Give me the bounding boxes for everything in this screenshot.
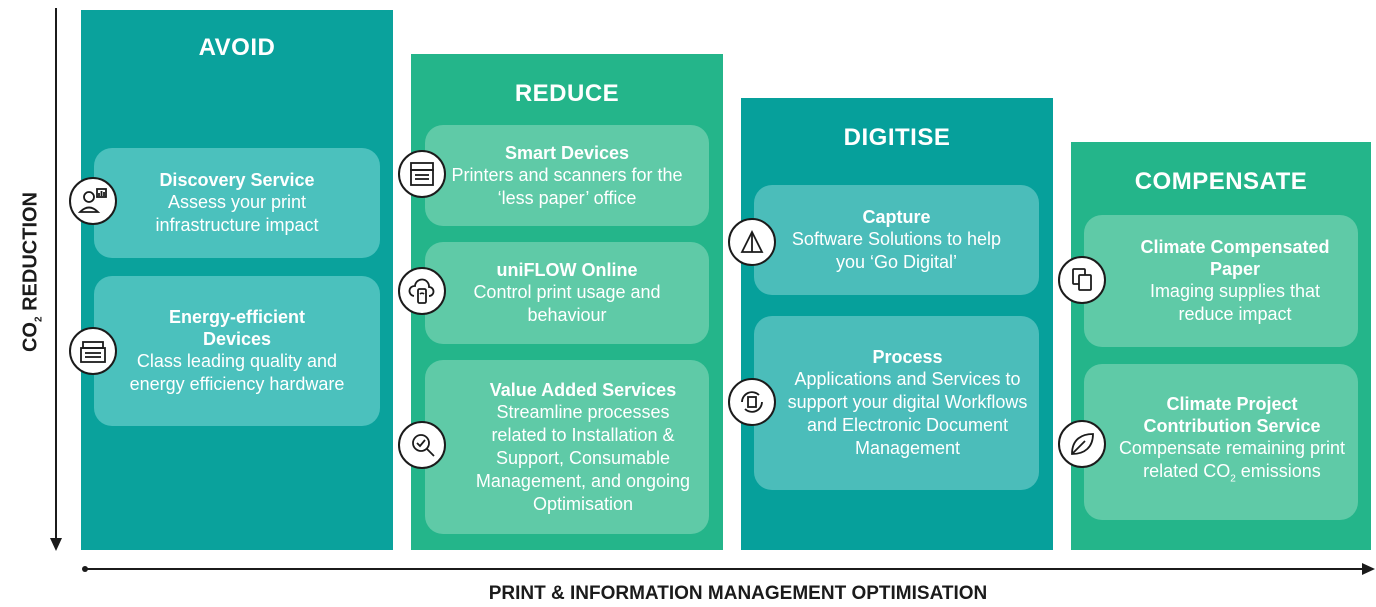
scan-capture-icon [728, 218, 776, 266]
card-title: Capture [862, 207, 931, 227]
card-description: Printers and scanners for the ‘less pape… [451, 164, 683, 208]
card-description: Control print usage and behaviour [473, 282, 661, 325]
user-chart-icon [69, 177, 117, 225]
card-value-added-services[interactable]: Value Added Services Streamline processe… [425, 360, 709, 534]
card-description: Compensate remaining print related CO2 e… [1118, 438, 1346, 485]
y-axis-arrow [50, 8, 62, 551]
card-description: Streamline processes related to Installa… [475, 401, 691, 514]
column-title: AVOID [198, 34, 276, 61]
column-title: DIGITISE [843, 124, 951, 151]
card-title: Smart Devices [504, 142, 630, 163]
leaf-icon [1058, 420, 1106, 468]
document-cycle-icon [728, 378, 776, 426]
cloud-phone-icon [398, 267, 446, 315]
card-title: uniFLOW Online [496, 260, 638, 280]
column-reduce: REDUCE Smart Devices Printers and scanne… [411, 54, 723, 550]
column-title: COMPENSATE [1134, 168, 1308, 195]
card-title: Value Added Services [489, 379, 677, 400]
card-description: Class leading quality and energy efficie… [129, 351, 345, 394]
card-description: Assess your print infrastructure impact [155, 192, 319, 235]
card-description: Imaging supplies that reduce impact [1149, 281, 1321, 324]
magnifier-check-icon [398, 421, 446, 469]
card-title: Climate Compensated Paper [1140, 237, 1330, 279]
printer-icon [69, 327, 117, 375]
card-title: Process [872, 347, 943, 367]
card-title: Discovery Service [159, 170, 315, 190]
y-axis-label: CO2 REDUCTION [19, 191, 45, 353]
column-compensate: COMPENSATE Climate Compensated Paper Ima… [1071, 142, 1371, 550]
column-title: REDUCE [514, 80, 620, 107]
card-description: Software Solutions to help you ‘Go Digit… [791, 229, 1002, 272]
paper-copy-icon [1058, 256, 1106, 304]
card-energy-efficient-devices[interactable]: Energy-efficient Devices Class leading q… [94, 276, 380, 426]
card-uniflow-online[interactable]: uniFLOW Online Control print usage and b… [425, 242, 709, 344]
column-digitise: DIGITISE Capture Software Solutions to h… [741, 98, 1053, 550]
card-capture[interactable]: Capture Software Solutions to help you ‘… [754, 185, 1039, 295]
column-avoid: AVOID Discovery Service Assess your prin… [81, 10, 393, 550]
card-process[interactable]: Process Applications and Services to sup… [754, 316, 1039, 490]
multifunction-printer-icon [398, 150, 446, 198]
card-climate-compensated-paper[interactable]: Climate Compensated Paper Imaging suppli… [1084, 215, 1358, 347]
x-axis-arrow [82, 563, 1375, 575]
card-title: Energy-efficient Devices [168, 307, 306, 349]
card-description: Applications and Services to support you… [787, 369, 1028, 458]
card-climate-project-contribution-service[interactable]: Climate Project Contribution Service Com… [1084, 364, 1358, 520]
x-axis-label: PRINT & INFORMATION MANAGEMENT OPTIMISAT… [488, 583, 988, 604]
card-smart-devices[interactable]: Smart Devices Printers and scanners for … [425, 125, 709, 226]
card-title: Climate Project Contribution Service [1143, 394, 1321, 437]
card-discovery-service[interactable]: Discovery Service Assess your print infr… [94, 148, 380, 258]
